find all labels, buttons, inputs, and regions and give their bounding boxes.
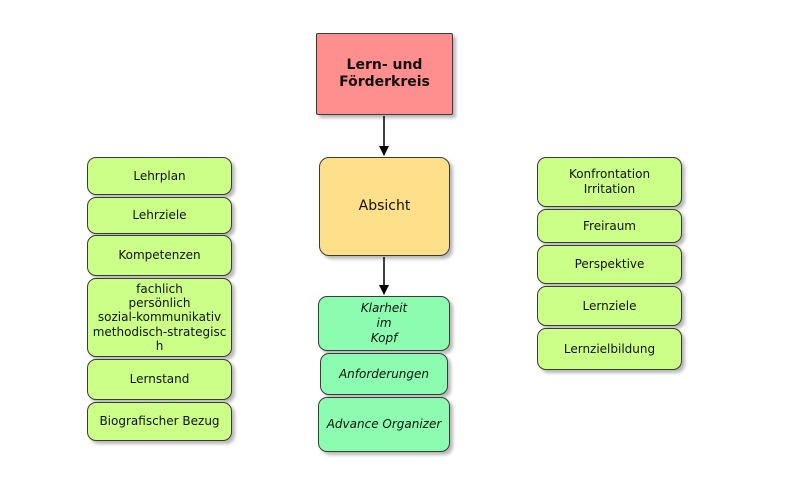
absicht-node: Absicht: [319, 157, 450, 256]
middle-item-advance-organizer: Advance Organizer: [318, 397, 450, 452]
left-item-lehrplan: Lehrplan: [87, 157, 232, 195]
left-item-lernstand: Lernstand: [87, 359, 232, 400]
right-item-lernziele: Lernziele: [537, 286, 682, 326]
right-item-perspektive: Perspektive: [537, 245, 682, 284]
middle-item-klarheit: Klarheit im Kopf: [318, 296, 450, 351]
root-node: Lern- und Förderkreis: [316, 33, 453, 115]
middle-item-anforderungen: Anforderungen: [320, 353, 448, 395]
right-item-freiraum: Freiraum: [537, 209, 682, 243]
left-item-biografischer-bezug: Biografischer Bezug: [87, 402, 232, 441]
right-item-lernzielbildung: Lernzielbildung: [537, 328, 682, 370]
left-item-kompetenz-bereiche: fachlich persönlich sozial-kommunikativ …: [87, 278, 232, 357]
left-item-lehrziele: Lehrziele: [87, 197, 232, 234]
left-item-kompetenzen: Kompetenzen: [87, 235, 232, 276]
right-item-konfrontation: Konfrontation Irritation: [537, 157, 682, 207]
